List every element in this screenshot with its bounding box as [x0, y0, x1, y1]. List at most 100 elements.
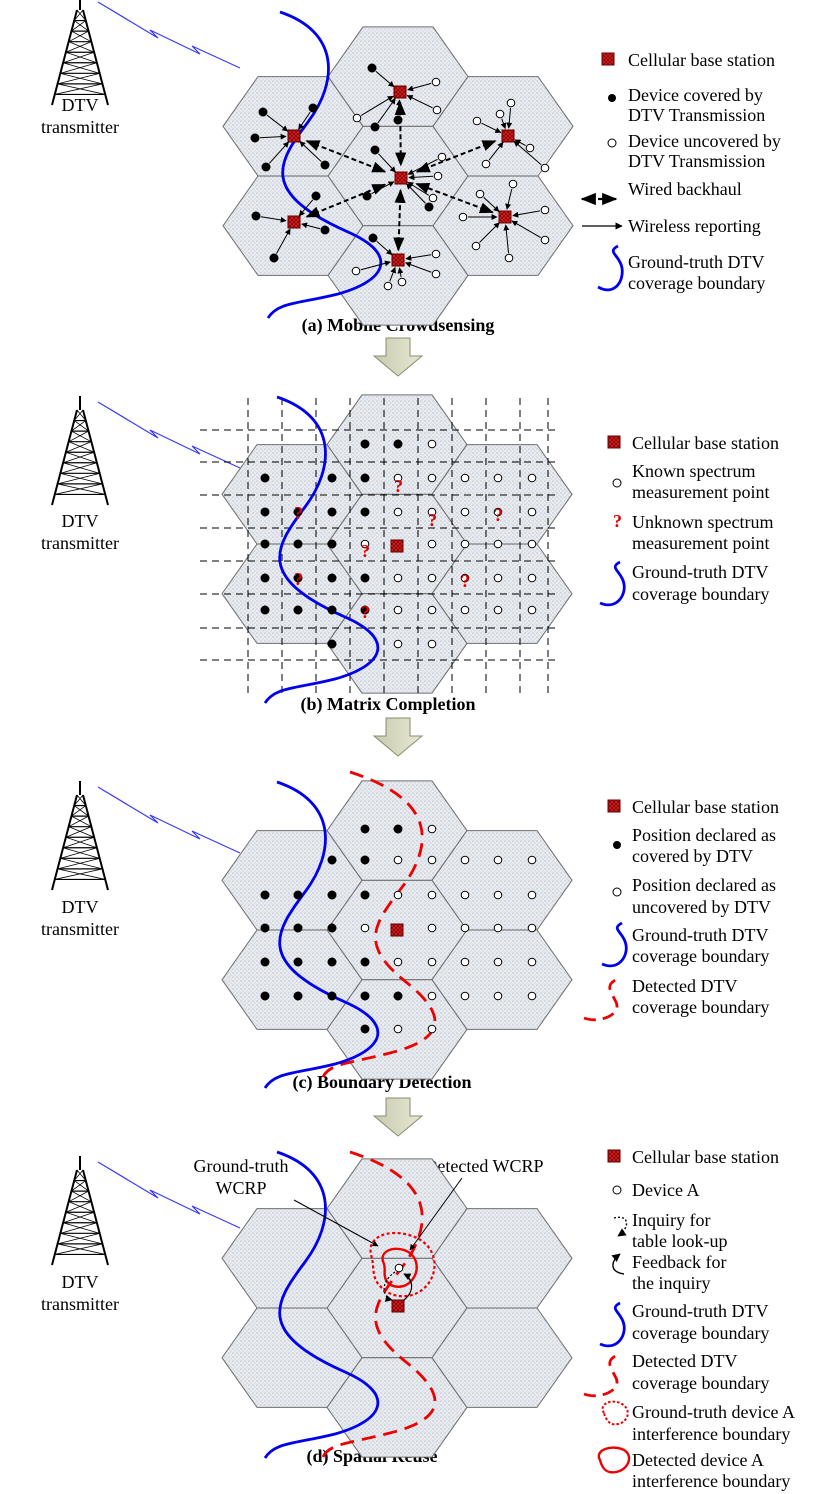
tower-brace [65, 51, 98, 64]
wireless-report-link [275, 228, 291, 254]
wireless-report-link [260, 216, 287, 223]
annotation-detected-wcrp: Detected WCRP [424, 1156, 543, 1176]
tower-brace [60, 1232, 103, 1245]
uncovered-point [527, 855, 537, 865]
tower-brace [57, 72, 100, 85]
tower-brace [57, 857, 100, 870]
tower-brace [65, 826, 92, 838]
base-station-icon [391, 253, 405, 267]
legend-label: Ground-truth DTV [628, 252, 764, 272]
ground-truth-wcrp-pointer [293, 1199, 379, 1247]
legend-label: Position declared as [632, 875, 776, 895]
tower-brace [76, 409, 87, 421]
covered-point [269, 253, 279, 263]
tower-brace [68, 430, 89, 443]
tower-leg [51, 9, 78, 106]
panel-b-legend: Cellular base station Known spectrum mea… [599, 433, 779, 607]
legend-label: Cellular base station [632, 1147, 779, 1167]
legend-label: Detected DTV [632, 1351, 737, 1371]
covered-point [260, 507, 270, 517]
annotation-ground-truth-wcrp: Ground-truth [194, 1156, 289, 1176]
detected-boundary [320, 770, 437, 1081]
uncovered-point [525, 143, 535, 153]
tower-leg [51, 1169, 78, 1266]
covered-point [424, 202, 434, 212]
wireless-report-link [405, 254, 432, 261]
covered-point [360, 573, 370, 583]
covered-point [327, 855, 337, 865]
tower-label-line1: DTV [62, 511, 99, 531]
tower-brace [54, 1243, 103, 1255]
tower-label-line2: transmitter [41, 1294, 119, 1314]
covered-point [320, 160, 330, 170]
uncovered-point [540, 235, 550, 245]
uncovered-point [383, 281, 393, 291]
hexagon-cell [431, 929, 573, 1030]
tower-brace [71, 815, 92, 828]
covered-point [327, 991, 337, 1001]
panel-d: DTV transmitter (d) Spatial Reuse Ground… [41, 1147, 795, 1491]
panel-a-legend: Cellular base station Device covered by … [580, 50, 781, 293]
wireless-report-link [396, 99, 403, 116]
uncovered-point [472, 116, 482, 126]
uncovered-point [527, 573, 537, 583]
wireless-report-link [376, 240, 393, 256]
legend-label: Cellular base station [632, 797, 779, 817]
wireless-report-link [360, 260, 391, 271]
wireless-report-link [505, 188, 513, 210]
uncovered-point [527, 890, 537, 900]
tower-brace [63, 847, 100, 859]
hollow-dot-icon [612, 1185, 622, 1195]
tower-brace [65, 1211, 98, 1224]
uncovered-point [394, 1263, 404, 1273]
wireless-report-link [298, 111, 311, 130]
tower-brace [73, 420, 89, 432]
hollow-dot-icon [607, 138, 617, 148]
panel-d-legend: Cellular base station Device A Inquiry f… [583, 1147, 795, 1491]
tower-leg [82, 409, 109, 506]
tower-brace [60, 1222, 97, 1234]
tower-brace [71, 30, 92, 43]
uncovered-point [433, 171, 443, 181]
dtv-tower-icon [51, 0, 241, 106]
legend-label: measurement point [632, 482, 769, 502]
uncovered-point [427, 507, 437, 517]
unknown-point: ? [494, 505, 503, 525]
wireless-report-link [298, 199, 314, 217]
tower-brace [60, 857, 103, 870]
legend-label: Detected DTV [632, 976, 737, 996]
wireless-report-link [512, 210, 541, 218]
covered-point [360, 957, 370, 967]
tower-brace [76, 794, 87, 806]
legend-label: Ground-truth device A [632, 1402, 795, 1422]
tower-brace [71, 1180, 87, 1192]
uncovered-point [493, 539, 503, 549]
unknown-point: ? [361, 541, 370, 561]
uncovered-point [527, 957, 537, 967]
legend-label: interference boundary [632, 1471, 790, 1491]
wired-backhaul-link [393, 188, 406, 252]
uncovered-point [460, 473, 470, 483]
signal-wave-icon [97, 786, 241, 854]
uncovered-point [427, 605, 437, 615]
covered-point [293, 605, 303, 615]
covered-point [327, 473, 337, 483]
uncovered-point [431, 249, 441, 259]
tower-brace [68, 41, 95, 53]
covered-point [293, 539, 303, 549]
tower-brace [57, 483, 106, 495]
covered-point [293, 573, 303, 583]
base-station-icon [607, 1149, 621, 1163]
hollow-dot-icon [612, 887, 622, 897]
tower-brace [68, 441, 95, 453]
tower-brace [57, 1232, 100, 1245]
uncovered-point [527, 473, 537, 483]
uncovered-point [460, 855, 470, 865]
tower-label-line2: transmitter [41, 919, 119, 939]
base-station-icon [601, 52, 615, 66]
covered-point [360, 1024, 370, 1034]
uncovered-point [360, 539, 370, 549]
wireless-report-link [371, 181, 395, 195]
uncovered-point [471, 241, 481, 251]
covered-point [260, 957, 270, 967]
